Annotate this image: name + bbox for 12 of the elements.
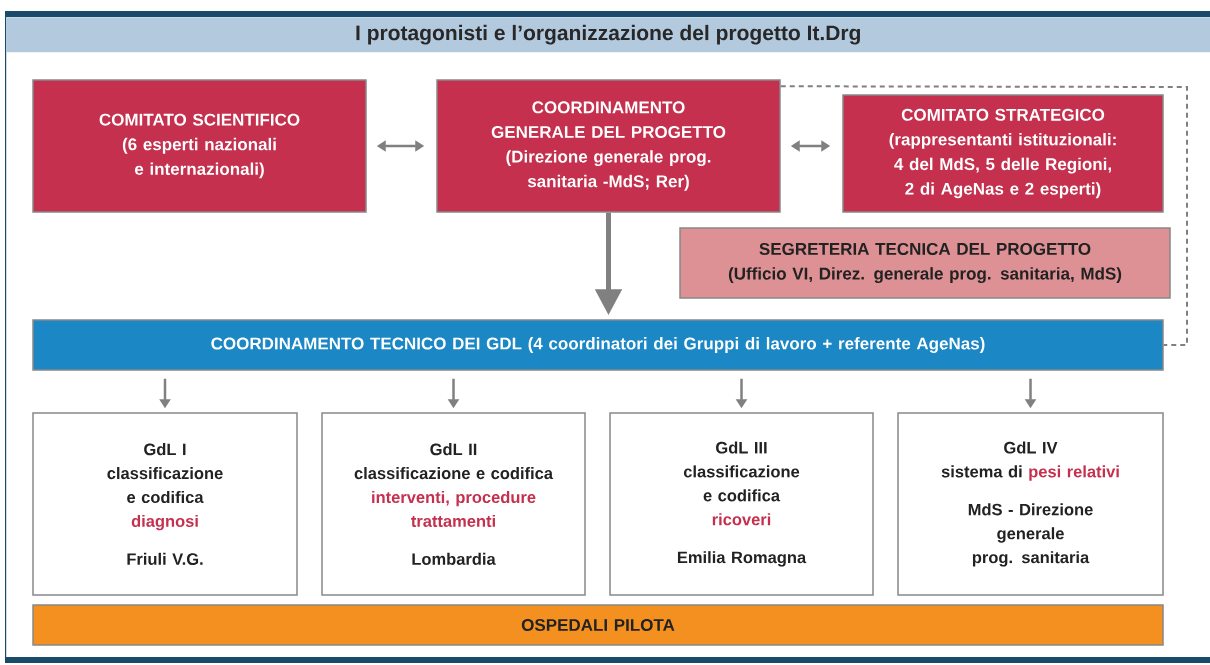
secretariat-box: SEGRETERIA TECNICA DEL PROGETTO (Ufficio VI, Direz. generale prog. sanitaria, MdS): [679, 227, 1171, 299]
committee-box: COMITATO SCIENTIFICO (6 esperti nazionali e internazionali): [32, 79, 367, 213]
coordination-box: COORDINAMENTO GENERALE DEL PROGETTO (Direzione generale prog. sanitaria -MdS; Rer): [436, 79, 781, 213]
pilot-hospitals-bar: OSPEDALI PILOTA: [32, 604, 1164, 646]
committee-box: COMITATO STRATEGICO (rappresentanti istituzionali: 4 del MdS, 5 delle Regioni, 2 di AgeNas e 2 esperti): [842, 94, 1164, 213]
dotted-connector: [779, 85, 1188, 346]
working-group-box: GdL IV sistema di pesi relativi MdS - Direzione generale prog. sanitaria: [897, 412, 1164, 596]
working-group-box: GdL II classificazione e codifica interventi, procedure trattamenti Lombardia: [321, 412, 586, 596]
title-banner: I protagonisti e l’organizzazione del progetto It.Drg: [6, 17, 1210, 53]
working-group-box: GdL I classificazione e codifica diagnosi Friuli V.G.: [32, 412, 298, 596]
coordination-bar: COORDINAMENTO TECNICO DEI GDL (4 coordinatori dei Gruppi di lavoro + referente AgeNas): [32, 319, 1164, 371]
working-group-box: GdL III classificazione e codifica ricoveri Emilia Romagna: [609, 412, 874, 596]
